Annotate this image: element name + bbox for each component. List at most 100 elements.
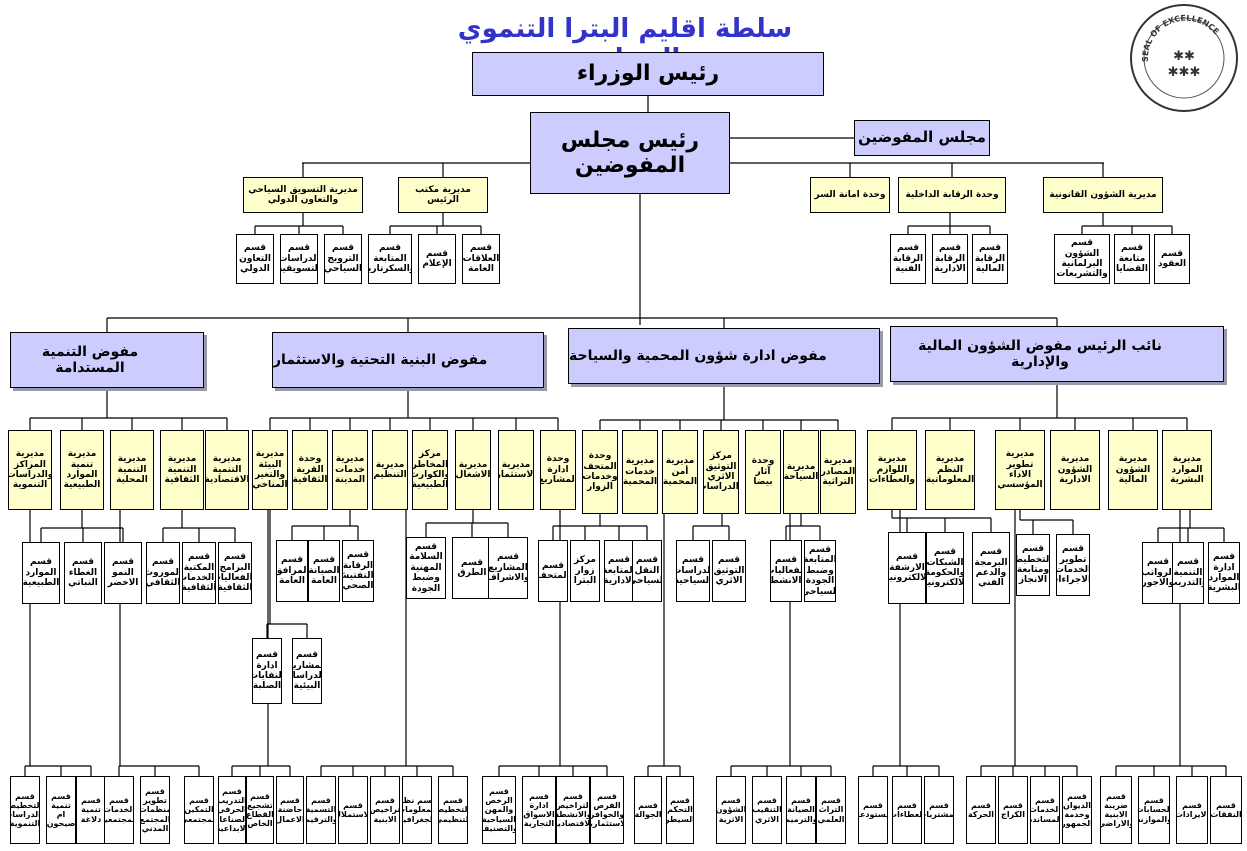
council-box[interactable]: مجلس المفوضين <box>854 120 990 156</box>
bottom-section-26[interactable]: قسم المشتريات <box>924 776 954 844</box>
bottom-section-15[interactable]: قسم ادارة الاسواق التجارية <box>522 776 556 844</box>
directorate-admin-1[interactable]: مديرية النظم المعلوماتية <box>925 430 975 510</box>
upper-section-6[interactable]: قسم الرقابة الفنية <box>890 234 926 284</box>
bottom-section-27[interactable]: قسم الحركة <box>966 776 996 844</box>
commissioner-3[interactable]: نائب الرئيس مفوض الشؤون المالية والإداري… <box>890 326 1224 382</box>
bottom-section-34[interactable]: قسم النفقات <box>1210 776 1242 844</box>
bottom-section-4[interactable]: قسم تطوير منظمات المجتمع المدني <box>140 776 170 844</box>
mid-section-23[interactable]: قسم البرمجة والدعم الفني <box>972 532 1010 604</box>
mid-section-27[interactable]: قسم التنمية والتدريب <box>1172 542 1204 604</box>
mid-section-1[interactable]: قسم الغطاء النباتي <box>64 542 102 604</box>
bottom-section-18[interactable]: قسم الجوالة <box>634 776 662 844</box>
mid-section-4[interactable]: قسم المكتبة والخدمات الثقافية <box>182 542 216 604</box>
directorate-sustainable-2[interactable]: مديرية التنمية المحلية <box>110 430 154 510</box>
mid-section-9[interactable]: قسم السلامة المهنية وضبط الجودة <box>406 537 446 599</box>
unit-secretariat[interactable]: وحدة امانة السر <box>810 177 890 213</box>
upper-section-7[interactable]: قسم الرقابة الادارية <box>932 234 968 284</box>
bottom-section-11[interactable]: قسم تراخيص الابنية <box>370 776 400 844</box>
directorate-sustainable-4[interactable]: مديرية التنمية الاقتصادية <box>205 430 249 510</box>
chairman-box[interactable]: رئيس مجلس المفوضين <box>530 112 730 194</box>
directorate-reserve-6[interactable]: مديرية المصادر التراثية <box>820 430 856 514</box>
mid-section-30[interactable]: قسم المشاريع والدراسات البيئية <box>292 638 322 704</box>
bottom-section-32[interactable]: قسم الحسابات والموازنة <box>1138 776 1170 844</box>
bottom-section-1[interactable]: قسم تنمية ام صيحون <box>46 776 76 844</box>
bottom-section-9[interactable]: قسم التسمية والترقيم <box>306 776 336 844</box>
bottom-section-20[interactable]: قسم الشؤون الاثرية <box>716 776 746 844</box>
directorate-reserve-5[interactable]: مديرية السياحة <box>783 430 819 514</box>
bottom-section-16[interactable]: قسم التراخيص والانشطة الاقتصادية <box>556 776 590 844</box>
mid-section-13[interactable]: قسم المتحف <box>538 540 568 602</box>
directorate-infra-0[interactable]: مديرية البيئة والتغير المناخي <box>252 430 288 510</box>
bottom-section-2[interactable]: قسم تنمية دلاغة <box>76 776 106 844</box>
bottom-section-25[interactable]: قسم العطاءات <box>892 776 922 844</box>
directorate-admin-5[interactable]: مديرية الموارد البشرية <box>1162 430 1212 510</box>
bottom-section-12[interactable]: قسم نظم المعلومات الجغرافية <box>402 776 432 844</box>
directorate-infra-6[interactable]: مديرية الاستثمار <box>498 430 534 510</box>
bottom-section-13[interactable]: قسم التخطيط التنظيمي <box>438 776 468 844</box>
bottom-section-31[interactable]: قسم ضريبة الابنية والاراضي <box>1100 776 1132 844</box>
mid-section-22[interactable]: قسم الشبكات والحكومة الالكترونية <box>926 532 964 604</box>
directorate-sustainable-0[interactable]: مديرية المراكز والدراسات التنموية <box>8 430 52 510</box>
bottom-section-28[interactable]: قسم الكراج <box>998 776 1028 844</box>
upper-section-11[interactable]: قسم العقود <box>1154 234 1190 284</box>
bottom-section-5[interactable]: قسم التمكين المجتمعي <box>184 776 214 844</box>
directorate-infra-7[interactable]: وحدة ادارة المشاريع <box>540 430 576 510</box>
mid-section-18[interactable]: قسم التوثيق الاثري <box>712 540 746 602</box>
directorate-reserve-1[interactable]: مديرية خدمات المحمية <box>622 430 658 514</box>
bottom-section-17[interactable]: قسم الفرص والحوافز الاستثمارية <box>590 776 624 844</box>
mid-section-6[interactable]: قسم المرافق العامة <box>276 540 308 602</box>
directorate-sustainable-3[interactable]: مديرية التنمية الثقافية <box>160 430 204 510</box>
bottom-section-24[interactable]: قسم المستودعات <box>858 776 888 844</box>
commissioner-2[interactable]: مفوض ادارة شؤون المحمية والسياحة <box>568 328 880 384</box>
commissioner-0[interactable]: مفوض التنمية المستدامة <box>10 332 204 388</box>
commissioner-1[interactable]: مفوض البنية التحتية والاستثمار <box>272 332 544 388</box>
bottom-section-8[interactable]: قسم حاضنة الاعمال <box>276 776 304 844</box>
directorate-admin-2[interactable]: مديرية تطوير الاداء المؤسسي <box>995 430 1045 510</box>
mid-section-17[interactable]: قسم الدراسات السياحية <box>676 540 710 602</box>
mid-section-7[interactable]: قسم الصيانة العامة <box>308 540 340 602</box>
directorate-infra-4[interactable]: مركز المخاطر والكوارث الطبيعية <box>412 430 448 510</box>
bottom-section-33[interactable]: قسم الايرادات <box>1176 776 1208 844</box>
unit-legal[interactable]: مديرية الشؤون القانونية <box>1043 177 1163 213</box>
mid-section-29[interactable]: قسم ادارة النفايات الصلبة <box>252 638 282 704</box>
mid-section-11[interactable]: قسم المشاريع والاشراف <box>488 537 528 599</box>
upper-section-5[interactable]: قسم العلاقات العامة <box>462 234 500 284</box>
directorate-admin-3[interactable]: مديرية الشؤون الادارية <box>1050 430 1100 510</box>
bottom-section-14[interactable]: قسم الرخص والمهن السياحية والتصنيف <box>482 776 516 844</box>
mid-section-24[interactable]: قسم التخطيط ومتابعة الانجاز <box>1016 534 1050 596</box>
mid-section-2[interactable]: قسم النمو الاخضر <box>104 542 142 604</box>
bottom-section-0[interactable]: قسم التخطيط والدراسات التنموية <box>10 776 40 844</box>
bottom-section-19[interactable]: قسم التحكم والسيطرة <box>666 776 694 844</box>
bottom-section-6[interactable]: قسم التدريب الحرفي والصناعات الابداعية <box>218 776 246 844</box>
upper-section-9[interactable]: قسم الشؤون البرلمانية والتشريعات <box>1054 234 1110 284</box>
upper-section-1[interactable]: قسم الدراسات التسويقية <box>280 234 318 284</box>
bottom-section-7[interactable]: قسم تشجيع القطاع الخاص <box>246 776 274 844</box>
mid-section-26[interactable]: قسم الرواتب والاجور <box>1142 542 1174 604</box>
bottom-section-21[interactable]: قسم التنقيب الاثري <box>752 776 782 844</box>
mid-section-8[interactable]: قسم الرقابة والتفتيش الصحي <box>342 540 374 602</box>
bottom-section-3[interactable]: قسم الخدمات المجتمعية <box>104 776 134 844</box>
unit-marketing[interactable]: مديرية التسويق السياحي والتعاون الدولي <box>243 177 363 213</box>
bottom-section-22[interactable]: قسم الصيانة والترميم <box>786 776 816 844</box>
mid-section-21[interactable]: قسم الارشفة الالكترونية <box>888 532 926 604</box>
directorate-sustainable-1[interactable]: مديرية تنمية الموارد الطبيعية <box>60 430 104 510</box>
unit-office[interactable]: مديرية مكتب الرئيس <box>398 177 488 213</box>
mid-section-3[interactable]: قسم الموروث الثقافي <box>146 542 180 604</box>
upper-section-8[interactable]: قسم الرقابة المالية <box>972 234 1008 284</box>
mid-section-28[interactable]: قسم ادارة الموارد البشرية <box>1208 542 1240 604</box>
mid-section-5[interactable]: قسم البرامج والفعاليات الثقافية <box>218 542 252 604</box>
mid-section-16[interactable]: قسم النقل السياحي <box>632 540 662 602</box>
bottom-section-23[interactable]: قسم التراث العلمي <box>816 776 846 844</box>
directorate-infra-2[interactable]: مديرية خدمات المدينة <box>332 430 368 510</box>
directorate-infra-5[interactable]: مديرية الاشغال <box>455 430 491 510</box>
upper-section-4[interactable]: قسم الإعلام <box>418 234 456 284</box>
directorate-admin-4[interactable]: مديرية الشؤون المالية <box>1108 430 1158 510</box>
prime-minister-box[interactable]: رئيس الوزراء <box>472 52 824 96</box>
directorate-admin-0[interactable]: مديرية اللوازم والعطاءات <box>867 430 917 510</box>
mid-section-10[interactable]: قسم الطرق <box>452 537 492 599</box>
directorate-infra-3[interactable]: مديرية التنظيم <box>372 430 408 510</box>
directorate-infra-1[interactable]: وحدة القرية الثقافية <box>292 430 328 510</box>
upper-section-3[interactable]: قسم المتابعة والسكرتاريا <box>368 234 412 284</box>
mid-section-19[interactable]: قسم الفعاليات والانشطة <box>770 540 802 602</box>
directorate-reserve-0[interactable]: وحدة المتحف وخدمات الزوار <box>582 430 618 514</box>
